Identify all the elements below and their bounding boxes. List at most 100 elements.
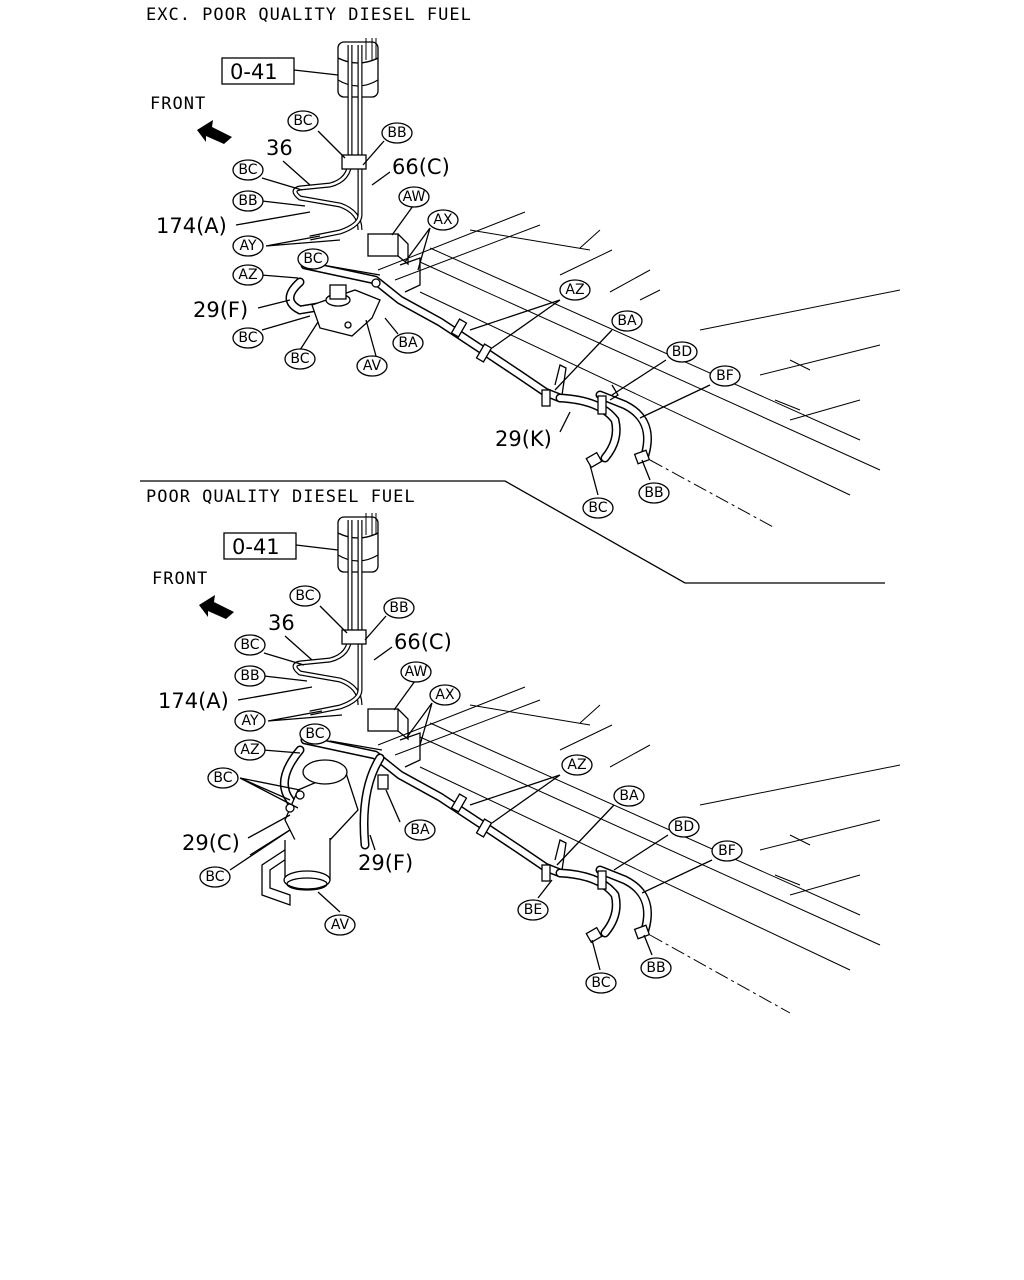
- callout-bc-4: BC: [207, 767, 239, 789]
- svg-text:BD: BD: [672, 344, 692, 360]
- svg-text:BC: BC: [588, 500, 607, 516]
- svg-text:AZ: AZ: [565, 282, 584, 298]
- svg-text:AX: AX: [433, 212, 453, 228]
- callout-ba-2: BA: [613, 785, 645, 807]
- chassis-frame: [377, 686, 901, 1014]
- svg-text:AW: AW: [403, 189, 426, 205]
- callout-bb-1: BB: [383, 597, 415, 619]
- callout-bb-2: BB: [232, 190, 264, 212]
- callout-az-2: AZ: [559, 279, 591, 301]
- callout-bc-1: BC: [289, 585, 321, 607]
- svg-text:BC: BC: [293, 113, 312, 129]
- callout-be: BE: [517, 899, 549, 921]
- svg-text:AW: AW: [405, 664, 428, 680]
- svg-text:AZ: AZ: [238, 267, 257, 283]
- callout-aw: AW: [400, 661, 432, 683]
- callout-bc-2: BC: [232, 159, 264, 181]
- callout-leaders: [229, 605, 713, 971]
- sedimenter: [311, 233, 421, 337]
- svg-text:BF: BF: [716, 368, 734, 384]
- callout-ba-2: BA: [611, 310, 643, 332]
- svg-text:BC: BC: [290, 351, 309, 367]
- callout-ax: AX: [427, 209, 459, 231]
- callout-az-1: AZ: [234, 739, 266, 761]
- water-separator: [249, 708, 421, 906]
- callout-ba-1: BA: [392, 332, 424, 354]
- callout-bc-5: BC: [284, 348, 316, 370]
- callout-bc-6: BC: [582, 497, 614, 519]
- fuel-filter-top: [337, 38, 379, 160]
- fuel-filter-top: [337, 513, 379, 635]
- svg-text:AV: AV: [331, 917, 350, 933]
- callout-bb-3: BB: [638, 482, 670, 504]
- callout-az-1: AZ: [232, 264, 264, 286]
- front-label: FRONT: [150, 94, 206, 114]
- callout-bd: BD: [668, 816, 700, 838]
- svg-text:BC: BC: [303, 251, 322, 267]
- svg-text:BC: BC: [238, 330, 257, 346]
- svg-text:BB: BB: [240, 668, 259, 684]
- diagram-poor-quality: POOR QUALITY DIESEL FUEL: [146, 487, 901, 1014]
- callouts: BC BB BC BB AW AX AY BC AZ BC BC AV BA A…: [199, 585, 743, 994]
- ref-box-0-41: 0-41: [221, 57, 339, 85]
- svg-text:BC: BC: [238, 162, 257, 178]
- fuel-lines: [279, 629, 652, 944]
- svg-text:BB: BB: [644, 485, 663, 501]
- svg-text:BA: BA: [617, 313, 637, 329]
- svg-text:BC: BC: [591, 975, 610, 991]
- callout-ay: AY: [234, 710, 266, 732]
- part-number-36: 36: [268, 611, 295, 635]
- svg-text:AY: AY: [239, 238, 256, 254]
- callout-av: AV: [324, 914, 356, 936]
- callout-bb-2: BB: [234, 665, 266, 687]
- svg-text:AY: AY: [241, 713, 258, 729]
- svg-text:BC: BC: [240, 637, 259, 653]
- callout-bd: BD: [666, 341, 698, 363]
- callout-bc-6: BC: [585, 972, 617, 994]
- svg-text:BE: BE: [524, 902, 542, 918]
- callout-av: AV: [356, 355, 388, 377]
- part-number-29k: 29(K): [495, 427, 552, 451]
- callout-bc-5: BC: [199, 866, 231, 888]
- diagram-exc-poor-quality: EXC. POOR QUALITY DIESEL FUEL: [146, 5, 901, 529]
- part-number-174a: 174(A): [156, 214, 227, 238]
- part-number-29f: 29(F): [358, 851, 413, 875]
- svg-text:BF: BF: [718, 843, 736, 859]
- callout-bf: BF: [709, 365, 741, 387]
- callout-bf: BF: [711, 840, 743, 862]
- callout-bb-1: BB: [381, 122, 413, 144]
- callout-bc-3: BC: [297, 248, 329, 270]
- svg-text:BB: BB: [238, 193, 257, 209]
- callout-aw: AW: [398, 186, 430, 208]
- part-number-36: 36: [266, 136, 293, 160]
- ref-box-label: 0-41: [230, 60, 278, 84]
- callout-bc-4: BC: [232, 327, 264, 349]
- callout-ay: AY: [232, 235, 264, 257]
- svg-text:BA: BA: [398, 335, 418, 351]
- ref-box-label: 0-41: [232, 535, 280, 559]
- svg-text:BC: BC: [305, 726, 324, 742]
- svg-text:BD: BD: [674, 819, 694, 835]
- callouts: BC BB BC BB AW AX AY BC AZ BC BC AV BA A…: [232, 110, 741, 519]
- callout-bc-2: BC: [234, 634, 266, 656]
- callout-bc-3: BC: [299, 723, 331, 745]
- section-title: POOR QUALITY DIESEL FUEL: [146, 487, 416, 507]
- svg-text:AZ: AZ: [567, 757, 586, 773]
- callout-leaders: [260, 130, 711, 496]
- svg-text:BB: BB: [389, 600, 408, 616]
- front-arrow-icon: [197, 120, 232, 144]
- part-number-29f: 29(F): [193, 298, 248, 322]
- front-label: FRONT: [152, 569, 208, 589]
- callout-bb-3: BB: [640, 957, 672, 979]
- svg-text:BC: BC: [213, 770, 232, 786]
- part-number-29c: 29(C): [182, 831, 240, 855]
- section-divider: [140, 480, 885, 584]
- svg-text:BB: BB: [646, 960, 665, 976]
- part-number-66c: 66(C): [392, 155, 450, 179]
- svg-text:AV: AV: [363, 358, 382, 374]
- svg-text:BC: BC: [295, 588, 314, 604]
- callout-ba-1: BA: [404, 819, 436, 841]
- part-number-174a: 174(A): [158, 689, 229, 713]
- callout-bc-1: BC: [287, 110, 319, 132]
- front-arrow-icon: [199, 595, 234, 619]
